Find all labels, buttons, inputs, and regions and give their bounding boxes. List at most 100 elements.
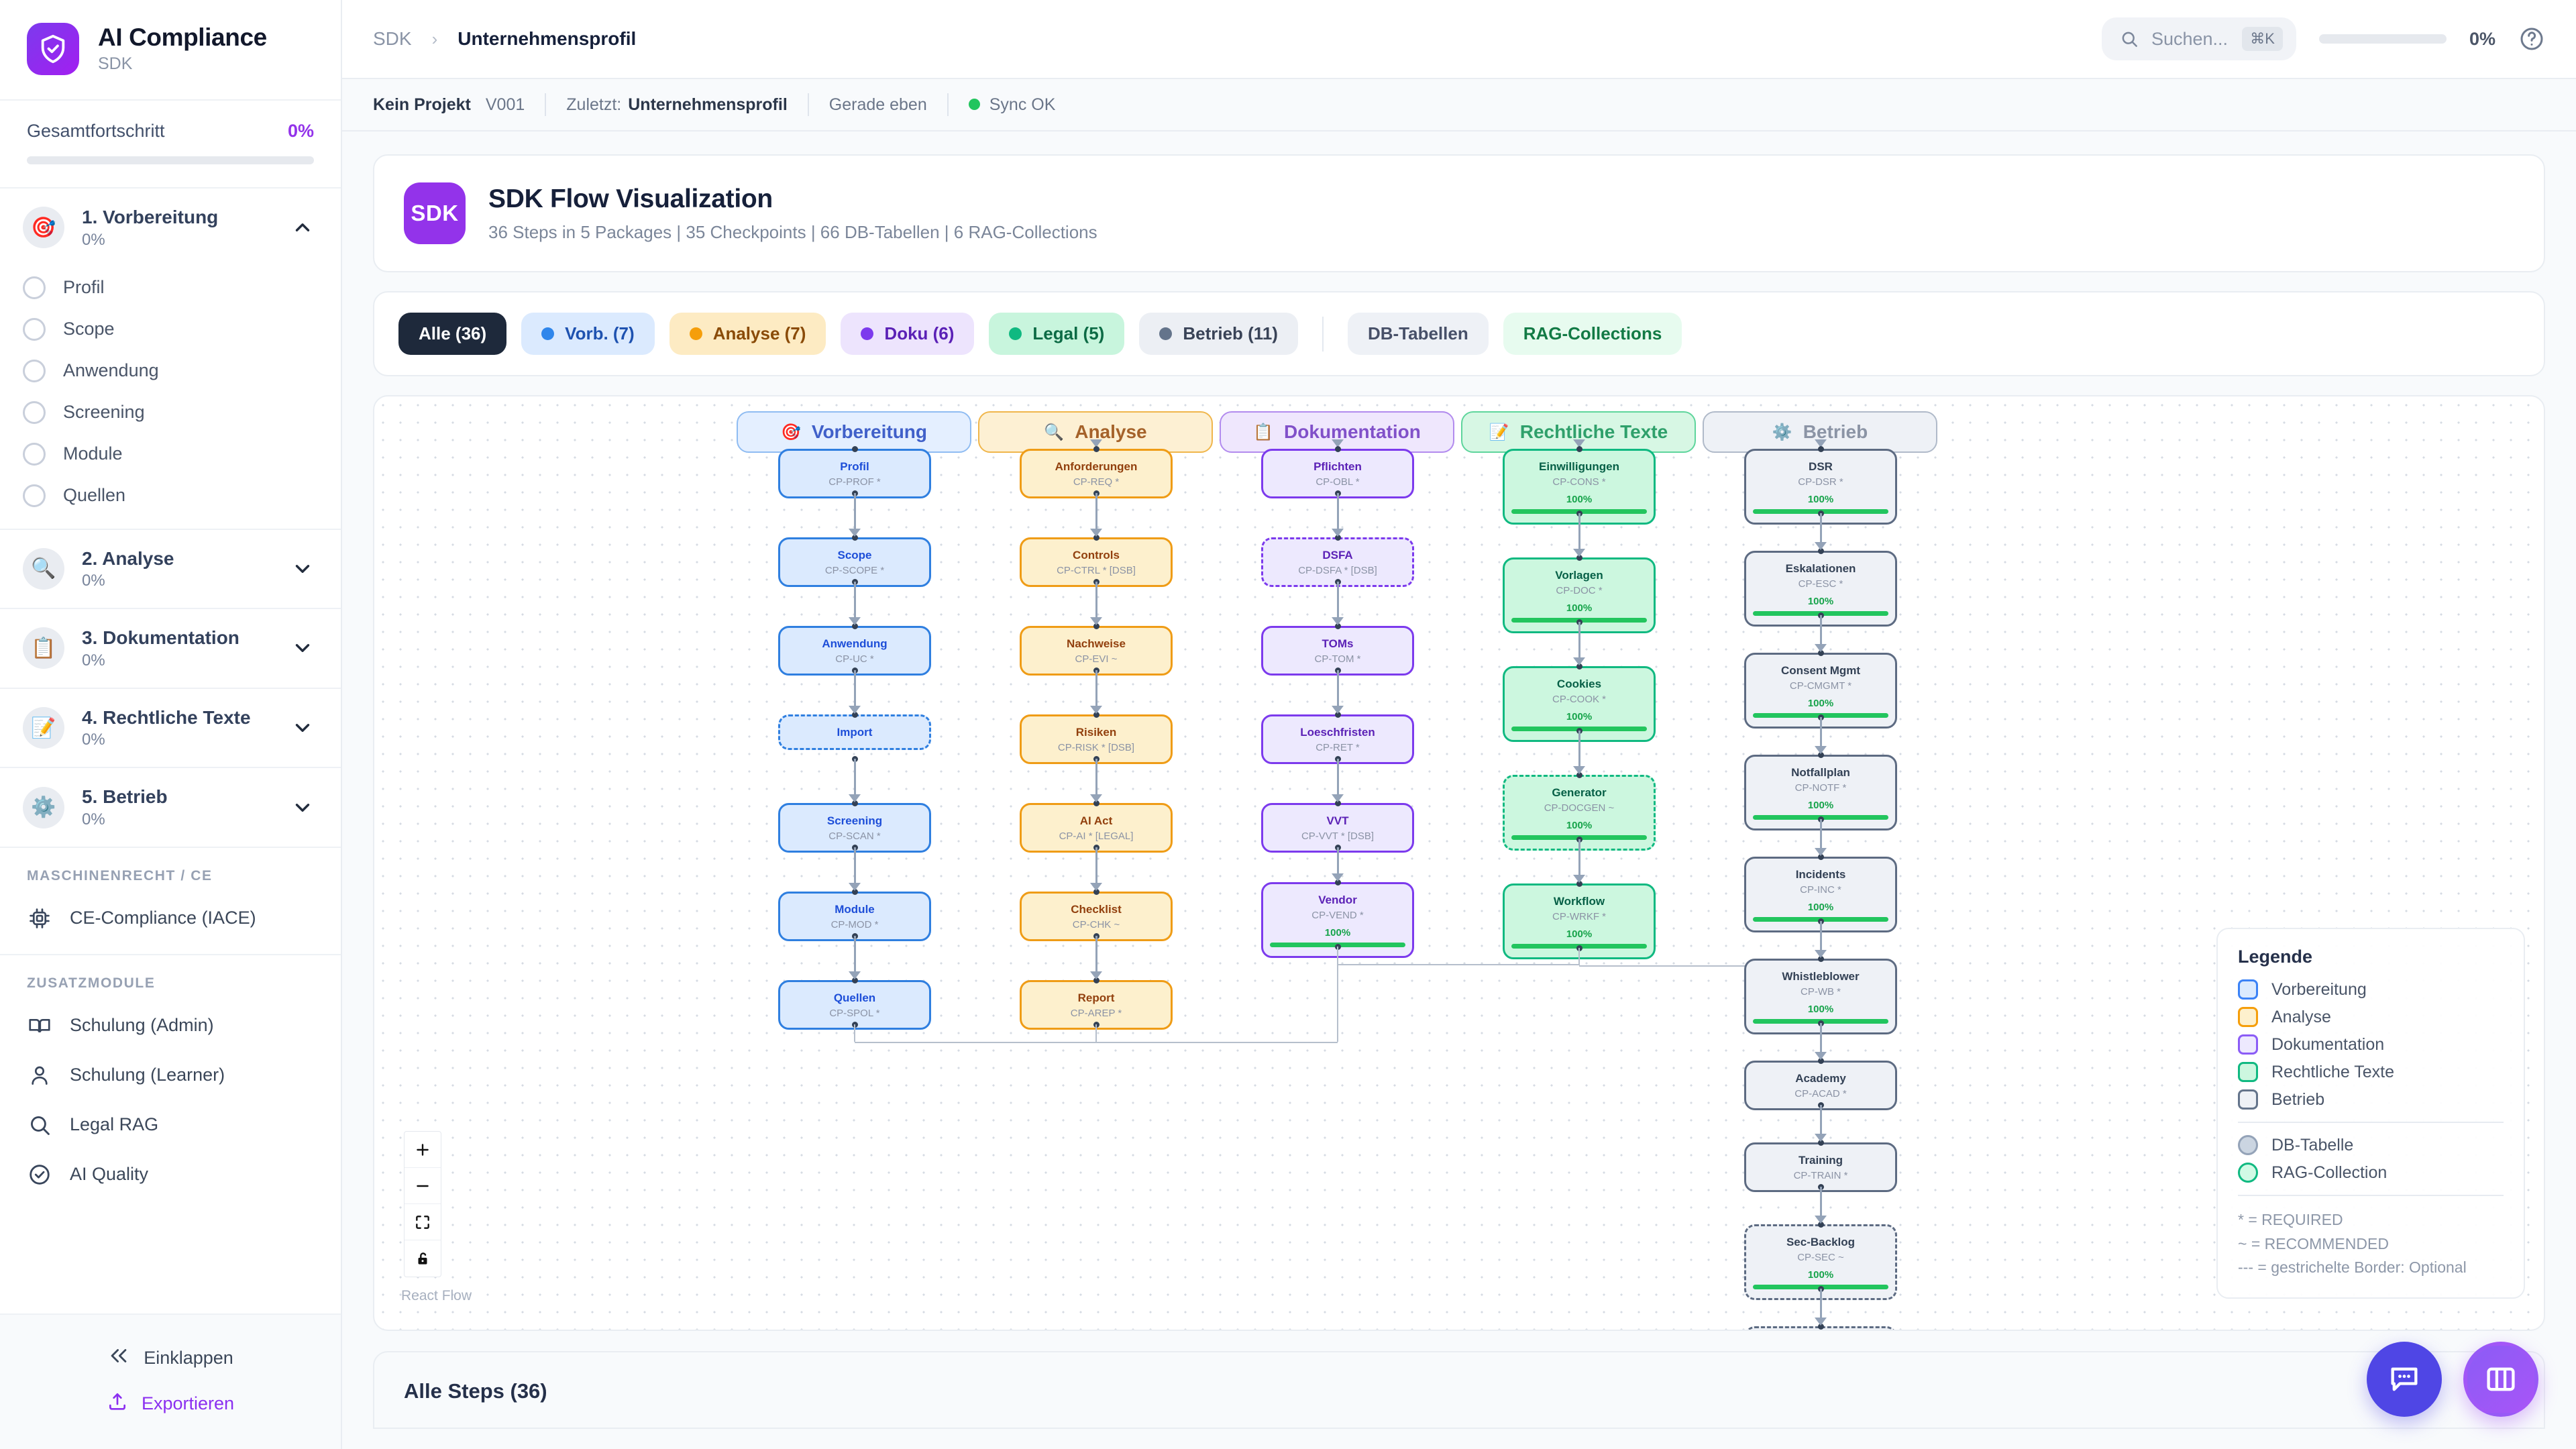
flow-node-handle[interactable] [1093, 711, 1099, 718]
flow-node-handle[interactable] [1334, 534, 1341, 541]
flow-node-handle[interactable] [851, 711, 858, 718]
flow-node-handle[interactable] [851, 977, 858, 983]
shield-check-icon [27, 23, 79, 75]
lock-open-icon[interactable] [405, 1240, 441, 1277]
filter-chip-alle-36[interactable]: Alle (36) [398, 313, 507, 355]
flow-node-handle[interactable] [1817, 955, 1824, 962]
sidebar-item-schulung-learner[interactable]: Schulung (Learner) [0, 1051, 341, 1100]
export-button[interactable]: Exportieren [0, 1381, 341, 1426]
step-status-radio[interactable] [23, 400, 46, 424]
flow-canvas[interactable]: 🎯Vorbereitung🔍Analyse📋Dokumentation📝Rech… [374, 396, 2544, 1330]
overall-progress-label: Gesamtfortschritt [27, 121, 165, 141]
flow-node-handle[interactable] [851, 534, 858, 541]
flow-node-handle[interactable] [1334, 711, 1341, 718]
flow-node-handle[interactable] [1093, 445, 1099, 452]
chevron-down-icon[interactable] [291, 796, 314, 819]
breadcrumb-root[interactable]: SDK [373, 28, 412, 49]
chat-fab[interactable] [2367, 1342, 2442, 1417]
sidebar-item-module[interactable]: Module [0, 433, 341, 475]
legend-row: DB-Tabelle [2238, 1135, 2504, 1156]
flow-node-title: Scope [837, 549, 872, 561]
flow-node-handle[interactable] [1334, 623, 1341, 629]
sidebar-item-screening[interactable]: Screening [0, 392, 341, 433]
chevron-down-icon[interactable] [291, 557, 314, 580]
chevron-down-icon[interactable] [291, 716, 314, 739]
flow-node-handle[interactable] [1576, 880, 1582, 887]
flow-node-handle[interactable] [851, 800, 858, 806]
all-steps-section: Alle Steps (36) [373, 1351, 2545, 1429]
flow-node-handle[interactable] [1093, 800, 1099, 806]
chevron-down-icon[interactable] [291, 637, 314, 659]
sidebar-item-legal-rag[interactable]: Legal RAG [0, 1100, 341, 1150]
step-status-radio[interactable] [23, 317, 46, 341]
flow-node-import[interactable]: Import [778, 714, 931, 751]
flow-node-handle[interactable] [851, 445, 858, 452]
filter-chip-vorb-7[interactable]: Vorb. (7) [521, 313, 655, 355]
flow-node-handle[interactable] [1817, 1323, 1824, 1330]
flow-node-handle[interactable] [1817, 1139, 1824, 1146]
flow-node-handle[interactable] [1093, 534, 1099, 541]
sidebar-item-scope[interactable]: Scope [0, 309, 341, 350]
flow-node-handle[interactable] [1334, 800, 1341, 806]
filter-chip-db-tabellen[interactable]: DB-Tabellen [1347, 313, 1489, 355]
flow-node-handle[interactable] [1334, 445, 1341, 452]
flow-edge-arrow [1090, 971, 1102, 979]
flow-node-handle[interactable] [1817, 1057, 1824, 1064]
flow-node-handle[interactable] [1093, 888, 1099, 895]
filter-chip-legal-5[interactable]: Legal (5) [989, 313, 1125, 355]
filter-chip-betrieb-11[interactable]: Betrieb (11) [1139, 313, 1298, 355]
flow-node-handle[interactable] [1093, 977, 1099, 983]
flow-node-handle[interactable] [1576, 663, 1582, 669]
flow-node-handle[interactable] [1093, 623, 1099, 629]
fit-view-icon[interactable] [405, 1204, 441, 1240]
collapse-sidebar-button[interactable]: Einklappen [0, 1335, 341, 1381]
sidebar-item-quellen[interactable]: Quellen [0, 475, 341, 517]
filter-chip-rag-collections[interactable]: RAG-Collections [1503, 313, 1682, 355]
zoom-out-icon[interactable] [405, 1168, 441, 1204]
flow-node-title: Screening [826, 814, 883, 827]
magnifier-icon: 🔍 [1044, 423, 1065, 441]
flow-node-handle[interactable] [1576, 445, 1582, 452]
flow-node-handle[interactable] [1817, 649, 1824, 656]
flow-edge-arrow [1332, 706, 1344, 714]
filter-chip-analyse-7[interactable]: Analyse (7) [669, 313, 826, 355]
flow-node-handle[interactable] [1334, 879, 1341, 885]
step-status-radio[interactable] [23, 484, 46, 507]
flow-node-handle[interactable] [1817, 853, 1824, 860]
sidebar-item-ce-compliance[interactable]: CE-Compliance (IACE) [0, 894, 341, 943]
magnifier-icon: 🔍 [23, 547, 64, 590]
search-input[interactable]: Suchen... ⌘K [2101, 17, 2296, 60]
flow-node-handle[interactable] [851, 888, 858, 895]
step-status-radio[interactable] [23, 276, 46, 299]
panel-fab[interactable] [2463, 1342, 2538, 1417]
filter-chip-doku-6[interactable]: Doku (6) [841, 313, 975, 355]
chevron-up-icon[interactable] [291, 216, 314, 239]
flow-node-title: TOMs [1322, 637, 1354, 650]
zoom-in-icon[interactable] [405, 1132, 441, 1168]
flow-node-handle[interactable] [1576, 771, 1582, 778]
flow-node-handle[interactable] [1576, 554, 1582, 561]
step-status-radio[interactable] [23, 359, 46, 382]
flow-edge-arrow [1815, 1134, 1827, 1142]
flow-node-handle[interactable] [1817, 445, 1824, 452]
flow-node-handle[interactable] [1817, 547, 1824, 554]
sidebar-item-ai-quality[interactable]: AI Quality [0, 1150, 341, 1199]
flow-node-handle[interactable] [851, 623, 858, 629]
flow-canvas-wrapper[interactable]: 🎯Vorbereitung🔍Analyse📋Dokumentation📝Rech… [373, 395, 2545, 1331]
step-status-radio[interactable] [23, 442, 46, 466]
sidebar-item-schulung-admin[interactable]: Schulung (Admin) [0, 1001, 341, 1051]
flow-node-handle[interactable] [1817, 751, 1824, 758]
flow-edge-arrow [849, 971, 861, 979]
sidebar-item-profil[interactable]: Profil [0, 267, 341, 309]
help-circle-icon[interactable] [2518, 25, 2545, 52]
flow-node-handle[interactable] [1817, 1221, 1824, 1228]
sidebar-item-anwendung[interactable]: Anwendung [0, 350, 341, 392]
